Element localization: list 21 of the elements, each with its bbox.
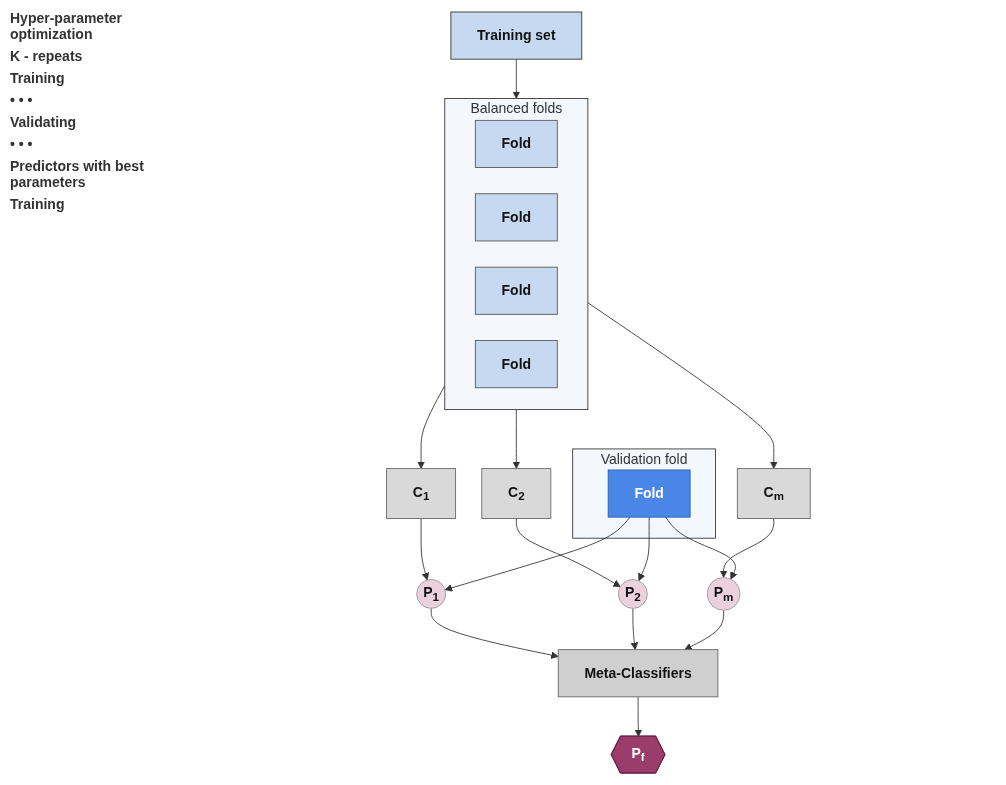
- note-label: Hyper-parameter optimization: [10, 10, 124, 42]
- node-box: Training set: [450, 11, 582, 60]
- node-circle: P$_{2}$: [617, 579, 648, 609]
- note-label: • • •: [10, 92, 34, 108]
- node-box: Fold: [474, 340, 558, 389]
- note-label: Predictors with best parameters: [10, 158, 145, 190]
- note-label: Training: [10, 70, 66, 86]
- node-box: C$_{m}$: [736, 468, 811, 519]
- node-circle: P$_{1}$: [415, 579, 446, 609]
- node-box: Meta-Classifiers: [557, 649, 718, 698]
- node-circle: P$_{m}$: [706, 577, 741, 611]
- node-box: Fold: [474, 266, 558, 315]
- node-box: Fold: [607, 469, 691, 518]
- node-box: Fold: [474, 119, 558, 168]
- note-label: K - repeats: [10, 48, 84, 64]
- node-box: Fold: [474, 193, 558, 242]
- note-label: Training: [10, 196, 66, 212]
- node-box: C$_{2}$: [480, 468, 551, 519]
- note-label: • • •: [10, 136, 34, 152]
- node-box: C$_{1}$: [385, 468, 456, 519]
- note-label: Validating: [10, 114, 78, 130]
